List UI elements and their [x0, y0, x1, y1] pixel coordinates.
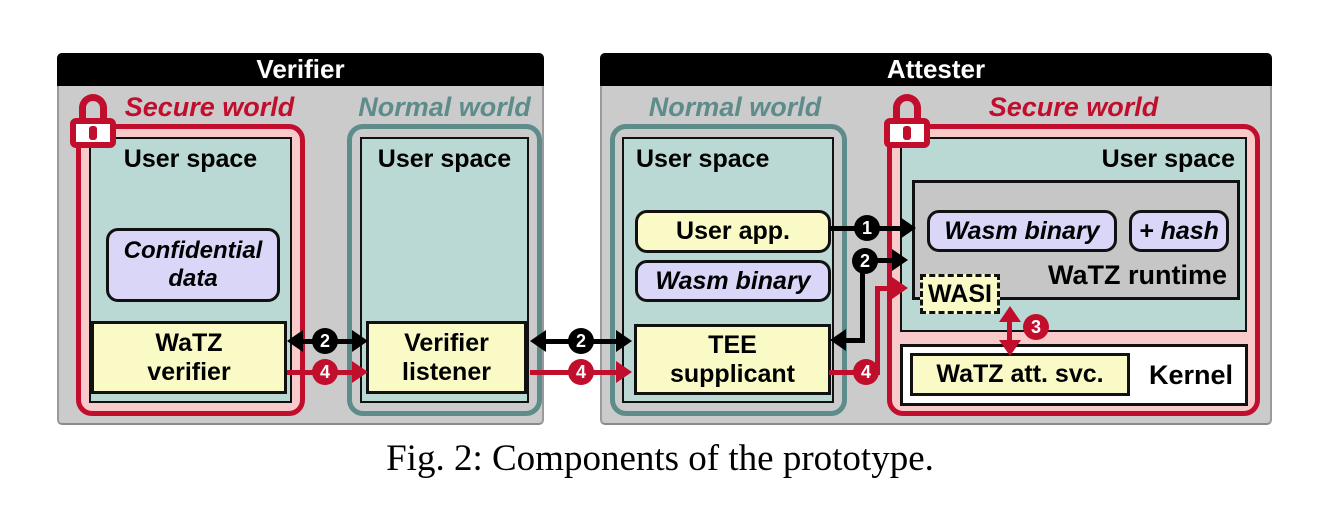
attester-normal-world-label: Normal world [648, 92, 822, 122]
arrowhead-left-icon [830, 329, 846, 351]
lock-icon [884, 94, 930, 150]
arrowhead-right-icon [892, 277, 908, 299]
verifier-normal-user-space: User space Verifier listener [360, 137, 529, 403]
watz-runtime-label: WaTZ runtime [1048, 259, 1227, 290]
confidential-data-box: Confidential data [106, 228, 280, 302]
step-3-badge: 3 [1023, 314, 1049, 340]
verifier-normal-world-label: Normal world [358, 92, 531, 122]
arrowhead-left-icon [530, 330, 546, 352]
user-space-title: User space [1101, 145, 1235, 173]
attester-panel: Attester Normal world Secure world User … [600, 53, 1272, 425]
attester-secure-world-label: Secure world [988, 92, 1159, 122]
user-space-title: User space [377, 145, 512, 173]
arrowhead-left-icon [287, 330, 303, 352]
step-1-badge: 1 [854, 215, 880, 241]
figure-caption: Fig. 2: Components of the prototype. [386, 438, 934, 479]
watz-runtime-box: Wasm binary + hash WaTZ runtime [912, 180, 1240, 300]
attester-panel-title: Attester [600, 53, 1272, 86]
attester-normal-world-box: User space User app. Wasm binary TEE sup… [610, 124, 847, 416]
lock-keyhole [89, 126, 97, 140]
arrowhead-right-icon [900, 217, 916, 239]
verifier-normal-world-box: User space Verifier listener [347, 124, 542, 416]
user-space-title: User space [123, 145, 258, 173]
wasi-box: WASI [920, 274, 1000, 314]
kernel-box: WaTZ att. svc. Kernel [900, 344, 1248, 406]
attester-secure-user-space: User space Wasm binary + hash WaTZ runti… [900, 137, 1247, 332]
arrowhead-down-icon [999, 340, 1021, 356]
tee-supplicant-box: TEE supplicant [634, 324, 831, 395]
lock-icon [70, 94, 116, 150]
verifier-panel: Verifier Secure world Normal world User … [57, 53, 544, 425]
step-2-badge: 2 [568, 328, 594, 354]
verifier-panel-title: Verifier [57, 53, 544, 86]
arrowhead-right-icon [352, 361, 368, 383]
verifier-secure-user-space: User space Confidential data WaTZ verifi… [89, 137, 292, 403]
arrowhead-right-icon [352, 330, 368, 352]
lock-shackle [79, 94, 107, 126]
plus-hash-box: + hash [1129, 210, 1229, 252]
attester-secure-world-box: User space Wasm binary + hash WaTZ runti… [887, 124, 1260, 416]
arrowhead-right-icon [616, 330, 632, 352]
step-2-badge: 2 [852, 248, 878, 274]
arrowhead-right-icon [616, 361, 632, 383]
lock-keyhole [903, 126, 911, 140]
watz-att-svc-box: WaTZ att. svc. [910, 353, 1130, 396]
step-4-badge: 4 [312, 359, 338, 385]
user-space-title: User space [636, 145, 770, 173]
verifier-listener-box: Verifier listener [366, 321, 527, 394]
attester-normal-user-space: User space User app. Wasm binary TEE sup… [622, 137, 834, 403]
kernel-label: Kernel [1148, 360, 1233, 390]
verifier-secure-world-label: Secure world [124, 92, 295, 122]
verifier-secure-world-box: User space Confidential data WaTZ verifi… [76, 124, 305, 416]
arrowhead-right-icon [892, 249, 908, 271]
user-app-box: User app. [635, 210, 831, 253]
step-4-badge: 4 [853, 359, 879, 385]
runtime-wasm-binary-box: Wasm binary [927, 210, 1117, 252]
watz-verifier-box: WaTZ verifier [91, 321, 287, 394]
step-4-badge: 4 [568, 359, 594, 385]
lock-shackle [893, 94, 921, 126]
wasm-binary-box: Wasm binary [635, 260, 831, 302]
arrowhead-up-icon [999, 306, 1021, 322]
step-2-badge: 2 [312, 328, 338, 354]
